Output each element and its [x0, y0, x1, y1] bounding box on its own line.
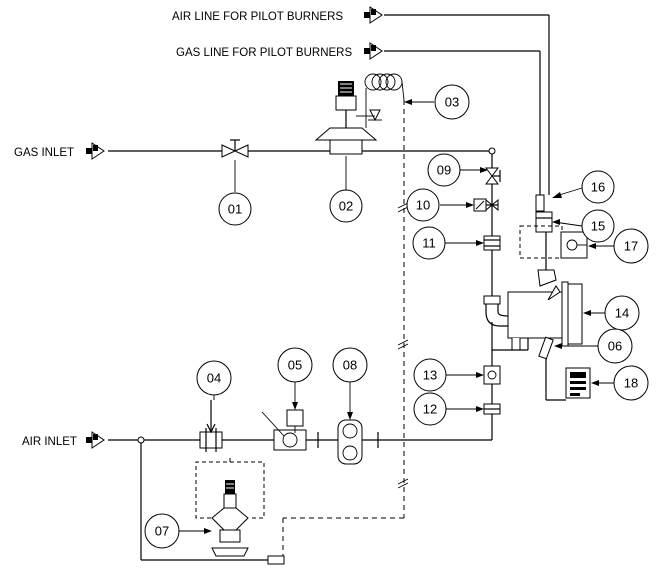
- air-pilot-arrow-icon: [363, 6, 383, 24]
- gas-main-line: [108, 147, 496, 296]
- svg-text:02: 02: [339, 199, 353, 214]
- svg-text:17: 17: [624, 239, 638, 254]
- burner-14: [507, 281, 583, 351]
- callout-13: 13: [413, 358, 484, 392]
- valve-09: [485, 167, 501, 185]
- callout-07: 07: [144, 513, 212, 549]
- svg-text:03: 03: [445, 95, 459, 110]
- flange-11: [483, 235, 501, 251]
- gas-inlet-arrow-icon: [85, 142, 105, 160]
- gas-line-pilot-label: GAS LINE FOR PILOT BURNERS: [176, 47, 352, 59]
- air-inlet-arrow-icon: [85, 431, 105, 449]
- svg-text:14: 14: [615, 306, 629, 321]
- svg-text:12: 12: [423, 402, 437, 417]
- air-line-pilot-label: AIR LINE FOR PILOT BURNERS: [172, 11, 343, 23]
- svg-text:04: 04: [207, 371, 221, 386]
- callout-09: 09: [427, 153, 488, 187]
- callout-08: 08: [332, 347, 368, 420]
- svg-text:07: 07: [155, 524, 169, 539]
- pilot-lines: [384, 14, 550, 200]
- manual-valve-01: [221, 139, 249, 158]
- gas-regulator-02: [314, 81, 382, 155]
- callout-01: 01: [218, 160, 252, 226]
- orifice-flange-04: [199, 400, 223, 452]
- air-main-line: [108, 350, 493, 561]
- callout-02: 02: [329, 156, 363, 223]
- callout-14: 14: [583, 295, 640, 331]
- svg-text:01: 01: [228, 202, 242, 217]
- damper-actuator-05: [261, 409, 307, 451]
- air-regulator-07: [195, 458, 285, 565]
- svg-text:06: 06: [608, 339, 622, 354]
- svg-text:08: 08: [343, 358, 357, 373]
- control-box-18: [565, 367, 591, 399]
- svg-text:10: 10: [416, 198, 430, 213]
- callout-18: 18: [591, 365, 649, 401]
- air-inlet-label: AIR INLET: [22, 436, 77, 448]
- callout-06: 06: [554, 328, 633, 364]
- gas-bend: [483, 295, 509, 327]
- callout-04: 04: [196, 360, 232, 400]
- blower-08: [317, 419, 379, 465]
- gas-pilot-arrow-icon: [363, 42, 383, 60]
- flange-12: [483, 403, 501, 415]
- valve-13: [483, 365, 501, 385]
- svg-text:13: 13: [423, 368, 437, 383]
- callout-15: 15: [552, 209, 615, 243]
- svg-text:15: 15: [591, 219, 605, 234]
- callout-12: 12: [413, 392, 484, 426]
- svg-text:16: 16: [591, 180, 605, 195]
- callout-05: 05: [277, 347, 313, 410]
- gas-inlet-label: GAS INLET: [14, 147, 74, 159]
- callout-03: 03: [404, 84, 470, 120]
- impulse-coil-03: [364, 73, 405, 104]
- solenoid-valve-10: [473, 198, 499, 212]
- svg-text:05: 05: [288, 358, 302, 373]
- callout-17: 17: [588, 228, 649, 264]
- callout-10: 10: [406, 188, 474, 222]
- flame-sensor-17: [560, 231, 588, 259]
- callout-11: 11: [412, 226, 484, 260]
- igniter-06: [538, 336, 566, 401]
- svg-text:11: 11: [422, 236, 436, 251]
- callout-16: 16: [552, 170, 615, 204]
- svg-text:18: 18: [624, 376, 638, 391]
- svg-text:09: 09: [437, 163, 451, 178]
